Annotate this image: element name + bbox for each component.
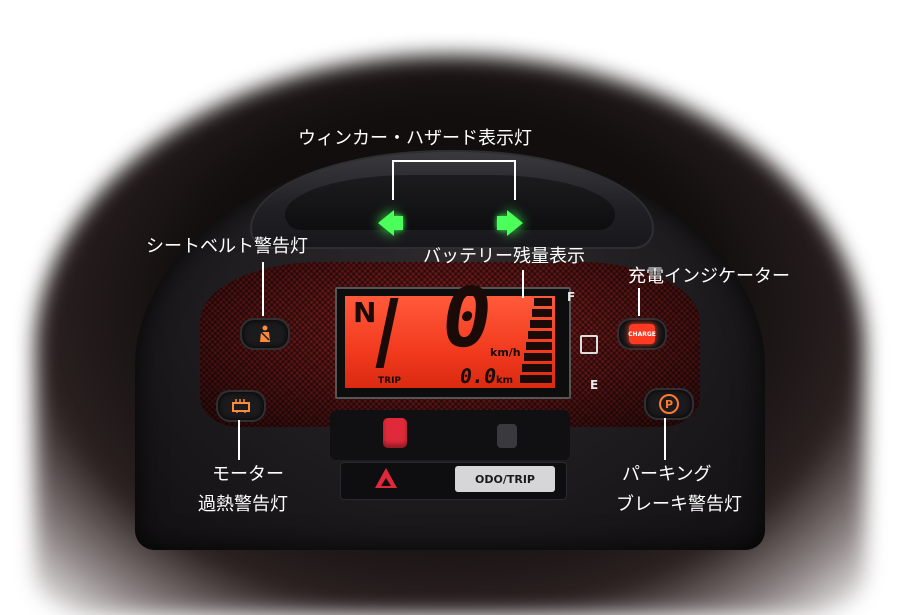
trip-unit: km (496, 375, 514, 386)
red-switch[interactable] (383, 418, 407, 448)
motor-heat-icon (230, 396, 252, 416)
trip-value: 0.0 (458, 364, 498, 388)
battery-segment (524, 353, 552, 361)
meter-hood-inner (285, 175, 615, 230)
winker-label: ウィンカー・ハザード表示灯 (298, 128, 532, 149)
motor-leader (238, 420, 240, 460)
battery-segment (526, 342, 552, 350)
seatbelt-warning-lamp (240, 318, 290, 350)
winker-leader-left (392, 160, 394, 200)
battery-label: バッテリー残量表示 (423, 246, 585, 267)
battery-segment (522, 364, 552, 372)
motor-overheat-lamp (216, 390, 266, 422)
battery-plug-icon (580, 335, 598, 354)
gauge-empty-mark: E (590, 378, 599, 392)
odo-trip-button[interactable]: ODO/TRIP (455, 466, 555, 492)
battery-segment (528, 331, 552, 339)
motor-label-2: 過熱警告灯 (198, 494, 288, 515)
dark-switch[interactable] (497, 424, 517, 448)
parking-label-2: ブレーキ警告灯 (616, 494, 742, 515)
seatbelt-leader (262, 262, 264, 316)
battery-segment (532, 309, 552, 317)
parking-leader (664, 418, 666, 460)
seatbelt-label: シートベルト警告灯 (146, 236, 308, 257)
control-recess (330, 410, 570, 460)
right-turn-arrow-stem (497, 216, 507, 230)
gauge-full-mark: F (567, 290, 576, 304)
right-turn-arrow-icon (507, 210, 523, 236)
charge-icon: CHARGE (628, 324, 656, 344)
battery-segment (530, 320, 552, 328)
parking-brake-lamp: P (644, 388, 694, 420)
winker-leader-right (514, 160, 516, 200)
gear-indicator: N (353, 296, 377, 329)
dashboard-photo: N 0 km/h TRIP 0.0 km F E CHARGE P (35, 55, 865, 615)
seatbelt-icon (254, 324, 276, 344)
battery-gauge (518, 298, 552, 386)
left-turn-arrow-icon (378, 210, 394, 236)
heat-waves-icon (232, 399, 250, 413)
trip-label: TRIP (378, 376, 402, 386)
battery-leader (522, 270, 524, 298)
speed-unit: km/h (490, 346, 521, 359)
seatbelt-person-icon (260, 325, 270, 342)
battery-segment (534, 298, 552, 306)
winker-leader-h (392, 160, 516, 162)
parking-label-1: パーキング (622, 464, 712, 485)
charge-indicator-lamp: CHARGE (617, 318, 667, 350)
charge-leader (638, 288, 640, 316)
battery-segment (520, 375, 552, 383)
hazard-triangle-inner (381, 478, 391, 486)
charge-label: 充電インジケーター (628, 266, 790, 287)
parking-brake-icon: P (659, 394, 679, 414)
left-turn-arrow-stem (393, 216, 403, 230)
motor-label-1: モーター (212, 464, 284, 485)
